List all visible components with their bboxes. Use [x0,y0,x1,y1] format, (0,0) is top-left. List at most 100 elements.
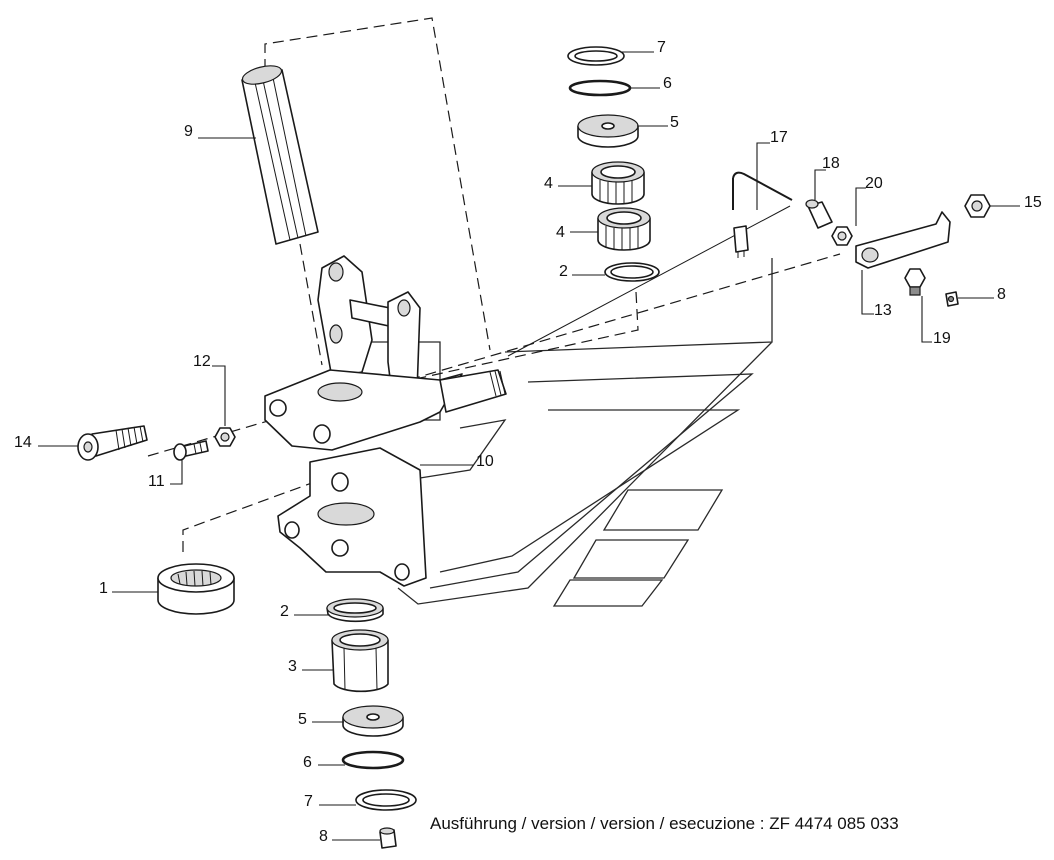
bolt-11 [173,440,209,461]
tile-1 [602,489,724,531]
pin-to-knuckle-line [299,243,323,366]
bolt-11-thread [193,442,203,455]
bushing-3-shading [343,647,378,691]
callout-8-bottom: 8 [319,828,328,845]
knuckle-bore-top [317,382,363,402]
upper-cap [577,114,639,148]
callout-12: 12 [193,353,211,370]
grease-nipple [805,199,833,229]
callout-14: 14 [14,434,32,451]
spindle-thread [489,370,506,397]
callout-19: 19 [933,330,951,347]
knuckle-lower-bore [317,502,375,526]
tile-3 [552,579,664,607]
knuckle-right-hole [397,299,411,317]
chevron-inner [439,409,741,573]
callout-7-bottom: 7 [304,793,313,810]
upper-bearing-a-rollers [599,180,633,204]
callout-6-bottom: 6 [303,754,312,771]
callout-labels: 7 6 5 4 4 2 17 18 20 15 13 8 19 9 12 14 … [14,39,1042,845]
callout-10: 10 [476,453,494,470]
nut-15 [964,194,991,218]
nut-15-bore [971,200,983,212]
bolt-14-shaft [91,425,148,457]
callout-1: 1 [99,580,108,597]
fitting-8-top [945,291,959,307]
lower-retaining-ring-inner [362,793,410,807]
callout-18: 18 [822,155,840,172]
upper-retaining-ring [567,46,625,66]
bolt-14-socket [83,441,93,453]
upper-bearing-b [597,207,651,251]
bushing-3-side [331,639,389,693]
upper-bearing-b-bore [606,211,642,225]
bolt-14-thread [115,425,144,451]
leader-lines [38,51,1020,841]
knuckle-arm-hole [329,324,343,344]
kingpin-top-face [241,65,283,85]
upper-cap-center [601,122,615,130]
lower-bearing-1-roller-lines [177,570,212,587]
grease-nipple-head [805,199,819,209]
nut-19 [904,268,926,296]
upper-bearing-a-bore [600,165,636,179]
chevron-step-a [419,419,507,479]
upper-bearing-axis-line [419,291,639,379]
fitting-8-bottom-top [379,827,395,835]
pin-axis-line [264,17,491,351]
lower-seal-ring-inner [333,602,377,614]
small-fitting-body [733,225,749,253]
knuckle-upper-hole [328,262,344,282]
callout-7-top: 7 [657,39,666,56]
bolt-14 [77,425,148,461]
lower-retaining-ring [355,789,417,811]
lower-bearing-axis-line [182,479,321,552]
kingpin [241,65,319,245]
knuckle-main-body [264,369,463,451]
knuckle-left-hole-b [313,424,331,444]
callout-5-top: 5 [670,114,679,131]
bolt-axis-line [147,253,841,457]
knuckle-upper-left-arm [317,255,373,379]
small-fitting-pins [737,251,745,258]
knuckle-spindle [439,369,507,413]
upper-bearing-a [591,161,645,205]
upper-seal-ring [604,262,660,282]
lower-cap [342,705,404,737]
lower-seal-ring [326,598,384,623]
nut-12-bore [220,432,230,442]
leader-11 [170,460,183,485]
lever-13-plate [855,211,951,269]
leader-13 [861,270,874,315]
callout-20: 20 [865,175,883,192]
callout-6-top: 6 [663,75,672,92]
tile-2 [572,539,690,579]
callout-5-bottom: 5 [298,711,307,728]
nut-19-hex [904,268,926,288]
leader-20 [855,187,866,226]
callout-15: 15 [1024,194,1042,211]
steering-knuckle [264,255,507,587]
callout-4-b: 4 [556,224,565,241]
callout-13: 13 [874,302,892,319]
lower-bearing-1 [157,563,235,615]
callout-9: 9 [184,123,193,140]
leader-12 [212,365,226,426]
upper-o-ring [568,79,632,97]
nut-12 [214,427,236,447]
fitting-8-top-center [947,295,955,303]
fitting-8-bottom [379,827,397,849]
kingpin-shading [253,72,307,241]
knuckle-lower-hole-a [284,521,300,539]
nut-19-stub [909,286,921,296]
leader-18 [814,169,826,200]
callout-8-top: 8 [997,286,1006,303]
lever-13-hole [861,247,879,263]
callout-3: 3 [288,658,297,675]
callout-17: 17 [770,129,788,146]
bushing-3-bore [339,633,381,647]
bolt-11-head [173,443,187,461]
allen-key [732,171,793,210]
bushing-3 [331,629,389,693]
